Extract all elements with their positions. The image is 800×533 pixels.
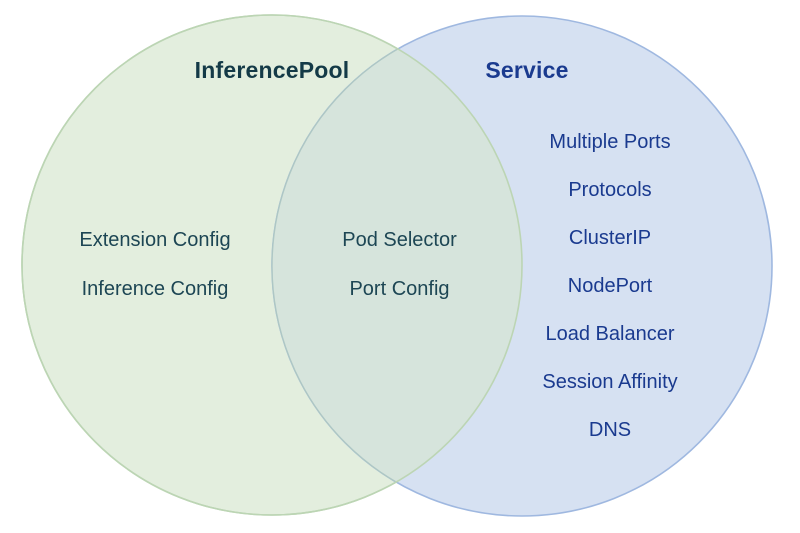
list-item: Session Affinity [542, 371, 678, 393]
item-list-service: Multiple Ports Protocols ClusterIP NodeP… [515, 132, 705, 440]
circle-inferencepool-outline [21, 14, 523, 516]
list-item: ClusterIP [568, 227, 652, 249]
list-item: Extension Config [79, 229, 231, 251]
list-item: Inference Config [81, 278, 229, 300]
list-item: NodePort [567, 275, 653, 297]
list-item: Protocols [568, 179, 652, 201]
set-title-service: Service [485, 57, 569, 83]
list-item: Multiple Ports [549, 131, 671, 153]
item-list-intersection: Pod Selector Port Config [322, 230, 477, 299]
list-item: DNS [588, 419, 632, 441]
list-item: Port Config [349, 278, 450, 300]
list-item: Pod Selector [342, 229, 457, 251]
list-item: Load Balancer [545, 323, 675, 345]
circle-intersection[interactable] [271, 15, 772, 516]
item-list-inferencepool: Extension Config Inference Config [55, 230, 255, 299]
set-title-inferencepool: InferencePool [194, 57, 350, 83]
